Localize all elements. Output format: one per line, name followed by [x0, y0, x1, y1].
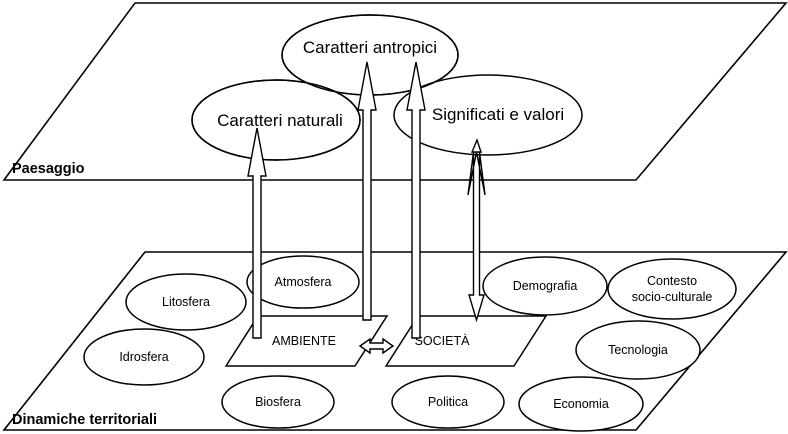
paesaggio-label: Paesaggio: [12, 161, 85, 177]
arrow-societa-to-significati-valori: [406, 61, 426, 339]
significati-valori-label: Significati e valori: [432, 105, 564, 124]
tecnologia-label: Tecnologia: [608, 343, 668, 357]
contesto-label-line1: Contesto: [647, 274, 697, 288]
litosfera-label: Litosfera: [162, 295, 210, 309]
idrosfera-label: Idrosfera: [119, 350, 168, 364]
atmosfera-ellipse: [246, 255, 360, 309]
biosfera-ellipse: [221, 375, 335, 429]
ambiente-box: [224, 315, 389, 367]
biosfera-label: Biosfera: [255, 395, 301, 409]
arrow-ambiente-to-caratteri-antropici: [357, 61, 377, 321]
caratteri-antropici-label: Caratteri antropici: [303, 38, 437, 57]
demografia-label: Demografia: [513, 279, 578, 293]
significati-valori-ellipse: [393, 74, 583, 156]
economia-ellipse: [518, 376, 644, 432]
societa-label: SOCIETÀ: [415, 333, 471, 348]
tecnologia-ellipse: [575, 320, 701, 380]
demografia-ellipse: [482, 256, 608, 316]
arrow-ambiente-to-caratteri-naturali: [247, 127, 267, 339]
atmosfera-label: Atmosfera: [275, 275, 332, 289]
ambiente-label: AMBIENTE: [272, 334, 336, 348]
dinamiche-label: Dinamiche territoriali: [12, 412, 157, 428]
politica-ellipse: [391, 375, 505, 429]
idrosfera-ellipse: [83, 328, 205, 386]
contesto-label-line2: socio-culturale: [632, 290, 713, 304]
litosfera-ellipse: [125, 273, 247, 331]
contesto-socio-culturale-ellipse: [607, 258, 737, 320]
arrow-significati-valori-societa-double: [467, 138, 486, 323]
politica-label: Politica: [428, 395, 468, 409]
ambiente-societa-double-arrow: [358, 337, 395, 355]
caratteri-naturali-outline: [191, 79, 361, 161]
economia-label: Economia: [553, 397, 609, 411]
caratteri-naturali-label: Caratteri naturali: [217, 111, 343, 130]
societa-box: [384, 315, 548, 367]
